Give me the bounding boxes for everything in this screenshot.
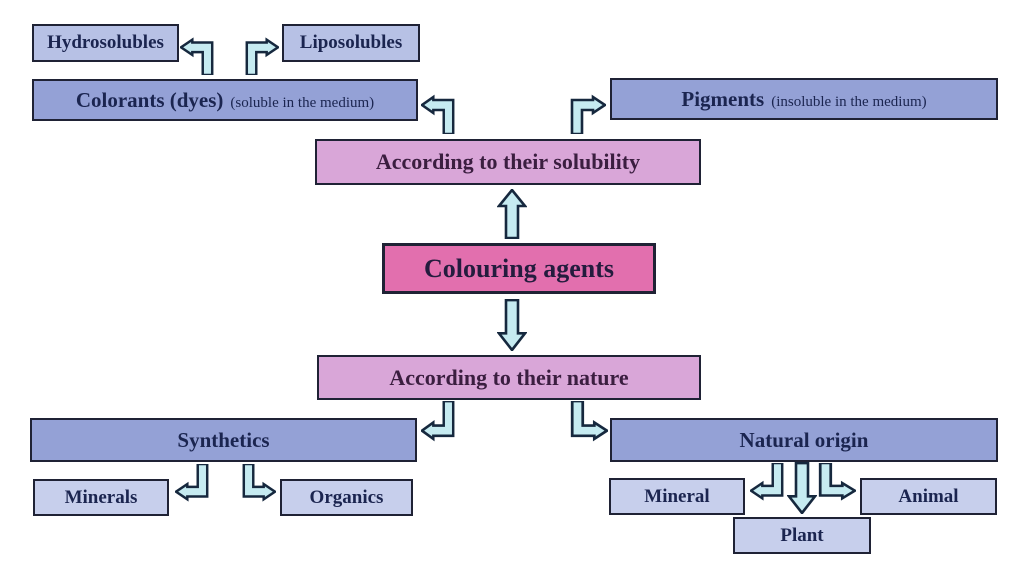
node-mineral: Mineral xyxy=(609,478,745,515)
node-according-nature: According to their nature xyxy=(317,355,701,400)
node-plant-label: Plant xyxy=(780,524,824,546)
node-natural-origin: Natural origin xyxy=(610,418,998,462)
node-animal: Animal xyxy=(860,478,997,515)
node-colouring-agents: Colouring agents xyxy=(382,243,656,294)
node-minerals: Minerals xyxy=(33,479,169,516)
arrow-solubility-to-colorants xyxy=(421,90,457,134)
node-hydrosolubles-label: Hydrosolubles xyxy=(47,32,164,53)
node-according-nature-label: According to their nature xyxy=(389,364,629,390)
node-animal-label: Animal xyxy=(898,485,959,507)
arrow-nature-to-natural-origin xyxy=(568,401,608,446)
node-colorants-label: Colorants (dyes) xyxy=(75,87,224,112)
node-synthetics: Synthetics xyxy=(30,418,417,462)
arrow-colorants-to-liposolubles xyxy=(243,33,279,75)
node-synthetics-label: Synthetics xyxy=(177,427,270,452)
node-organics: Organics xyxy=(280,479,413,516)
node-pigments: Pigments (insoluble in the medium) xyxy=(610,78,998,120)
node-pigments-label: Pigments xyxy=(681,86,765,111)
node-pigments-note: (insoluble in the medium) xyxy=(771,93,927,110)
node-hydrosolubles: Hydrosolubles xyxy=(32,24,179,62)
node-liposolubles-label: Liposolubles xyxy=(299,32,403,53)
arrow-root-to-solubility xyxy=(497,189,527,239)
arrow-solubility-to-pigments xyxy=(568,90,606,134)
node-organics-label: Organics xyxy=(309,486,384,508)
arrow-natural-origin-to-plant xyxy=(787,462,817,514)
node-according-solubility: According to their solubility xyxy=(315,139,701,185)
arrow-nature-to-synthetics xyxy=(421,401,457,446)
arrow-root-to-nature xyxy=(497,299,527,351)
node-mineral-label: Mineral xyxy=(644,485,710,507)
node-liposolubles: Liposolubles xyxy=(282,24,420,62)
node-minerals-label: Minerals xyxy=(64,486,138,508)
arrow-natural-origin-to-animal xyxy=(816,463,856,505)
arrow-colorants-to-hydrosolubles xyxy=(180,33,216,75)
node-natural-origin-label: Natural origin xyxy=(739,427,869,452)
arrow-natural-origin-to-mineral xyxy=(750,463,786,505)
node-according-solubility-label: According to their solubility xyxy=(375,149,641,174)
node-plant: Plant xyxy=(733,517,871,554)
node-colouring-agents-label: Colouring agents xyxy=(424,253,614,283)
node-colorants: Colorants (dyes) (soluble in the medium) xyxy=(32,79,418,121)
node-colorants-note: (soluble in the medium) xyxy=(230,94,375,111)
arrow-synthetics-to-organics xyxy=(240,464,276,506)
arrow-synthetics-to-minerals xyxy=(175,464,211,506)
